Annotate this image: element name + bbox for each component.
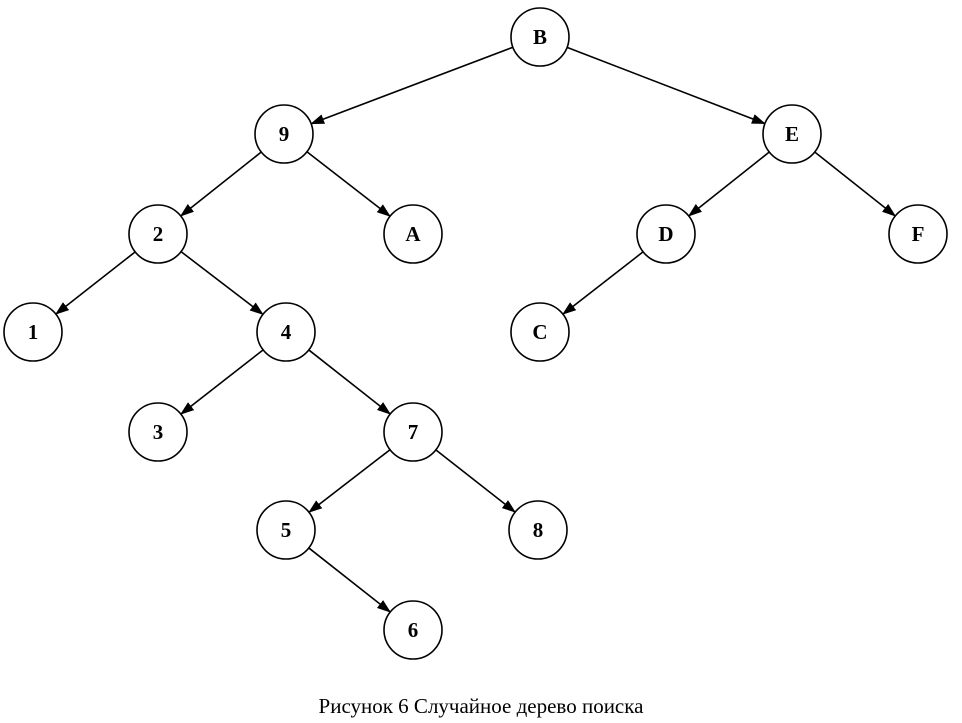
node-circle: [636, 204, 696, 264]
node-label: F: [912, 222, 925, 246]
node-label: 2: [153, 222, 164, 246]
edge-2-to-4: [180, 250, 264, 316]
node-label: D: [658, 222, 673, 246]
node-circle: [888, 204, 948, 264]
node-circle: [256, 500, 316, 560]
tree-node-3: 3: [128, 402, 188, 462]
edge-D-to-C: [562, 251, 644, 315]
edge-9-to-A: [306, 151, 391, 217]
node-circle: [3, 302, 63, 362]
tree-node-C: C: [510, 302, 570, 362]
edge-2-to-1: [55, 251, 136, 315]
edge-9-to-2: [179, 151, 262, 217]
node-label: E: [785, 122, 799, 146]
node-label: C: [532, 320, 547, 344]
node-circle: [510, 302, 570, 362]
node-label: B: [533, 25, 547, 49]
edge-E-to-D: [687, 151, 770, 217]
tree-node-D: D: [636, 204, 696, 264]
node-label: A: [405, 222, 421, 246]
node-circle: [762, 104, 822, 164]
edges-layer: [55, 46, 897, 613]
edge-7-to-5: [308, 449, 391, 513]
tree-node-2: 2: [128, 204, 188, 264]
node-circle: [383, 402, 443, 462]
node-circle: [128, 204, 188, 264]
node-label: 4: [281, 320, 292, 344]
tree-node-B: B: [510, 7, 570, 67]
node-circle: [383, 600, 443, 660]
tree-node-F: F: [888, 204, 948, 264]
tree-node-1: 1: [3, 302, 63, 362]
node-label: 6: [408, 618, 419, 642]
edge-4-to-7: [308, 349, 392, 415]
node-label: 8: [533, 518, 544, 542]
node-label: 5: [281, 518, 292, 542]
edge-B-to-E: [566, 46, 766, 125]
tree-node-9: 9: [254, 104, 314, 164]
edge-7-to-8: [435, 449, 516, 513]
node-label: 9: [279, 122, 290, 146]
tree-node-7: 7: [383, 402, 443, 462]
node-label: 3: [153, 420, 164, 444]
node-label: 1: [28, 320, 39, 344]
node-label: 7: [408, 420, 419, 444]
node-circle: [128, 402, 188, 462]
edge-5-to-6: [308, 547, 392, 613]
tree-node-4: 4: [256, 302, 316, 362]
node-circle: [510, 7, 570, 67]
edge-E-to-F: [814, 151, 897, 217]
node-circle: [256, 302, 316, 362]
nodes-layer: B 9 E 2 A D F 1 4 C 3 7 5 8 6: [3, 7, 948, 660]
tree-node-5: 5: [256, 500, 316, 560]
figure-caption: Рисунок 6 Случайное дерево поиска: [318, 694, 644, 718]
node-circle: [254, 104, 314, 164]
tree-node-6: 6: [383, 600, 443, 660]
node-circle: [383, 204, 443, 264]
tree-node-A: A: [383, 204, 443, 264]
edge-B-to-9: [310, 46, 514, 125]
tree-node-E: E: [762, 104, 822, 164]
tree-node-8: 8: [508, 500, 568, 560]
node-circle: [508, 500, 568, 560]
edge-4-to-3: [180, 349, 264, 415]
